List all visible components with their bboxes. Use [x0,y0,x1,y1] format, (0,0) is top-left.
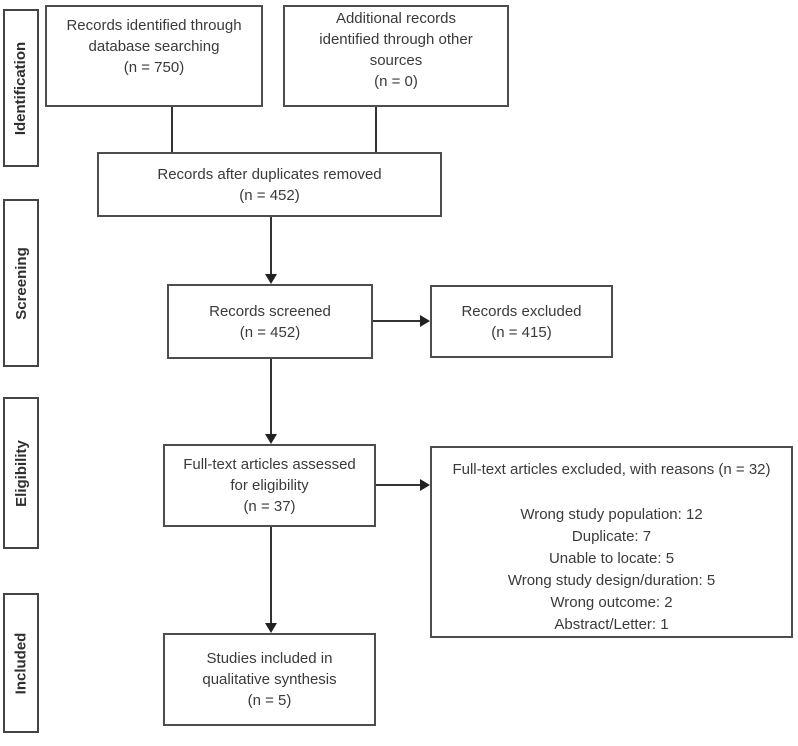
arrow-duplicates-to-screened-head [265,274,277,284]
arrow-fulltext-to-included-head [265,623,277,633]
exclusion-reason-unable-to-locate: Unable to locate: 5 [548,550,675,567]
box-additional-records-text: Additional records identified through ot… [319,10,473,90]
box-fulltext-excluded: Full-text articles excluded, with reason… [430,446,793,638]
stage-eligibility: Eligibility [3,397,39,549]
stage-screening: Screening [3,199,39,367]
exclusion-reason-abstract-letter: Abstract/Letter: 1 [554,616,669,633]
stage-screening-label: Screening [12,246,30,320]
arrow-screened-to-fulltext-line [270,359,272,435]
arrow-screened-to-excluded-head [420,315,430,327]
arrow-screened-to-fulltext-head [265,434,277,444]
arrow-fulltext-to-excluded-head [420,479,430,491]
arrow-screened-to-excluded-line [373,320,421,322]
connector-othersources-to-duplicates [375,107,377,152]
arrow-duplicates-to-screened-line [270,217,272,275]
box-additional-records: Additional records identified through ot… [283,5,509,107]
box-records-excluded-text: Records excluded (n = 415) [461,302,582,341]
stage-included: Included [3,593,39,733]
box-records-database-search: Records identified through database sear… [45,5,263,107]
arrow-fulltext-to-excluded-line [376,484,421,486]
box-records-screened: Records screened (n = 452) [167,284,373,359]
exclusion-reason-outcome: Wrong outcome: 2 [550,594,673,611]
stage-identification-label: Identification [12,41,30,135]
box-studies-included-text: Studies included in qualitative synthesi… [202,650,337,709]
box-records-screened-text: Records screened (n = 452) [209,302,331,341]
exclusion-reason-population: Wrong study population: 12 [520,506,703,523]
arrow-fulltext-to-included-line [270,527,272,624]
exclusion-reason-design-duration: Wrong study design/duration: 5 [507,572,716,589]
box-records-database-search-text: Records identified through database sear… [66,16,242,76]
exclusion-reason-duplicate: Duplicate: 7 [571,528,652,545]
stage-identification: Identification [3,9,39,167]
box-after-duplicates-text: Records after duplicates removed (n = 45… [157,165,382,204]
box-studies-included: Studies included in qualitative synthesi… [163,633,376,726]
box-records-excluded: Records excluded (n = 415) [430,285,613,358]
connector-dbsearch-to-duplicates [171,107,173,152]
box-fulltext-assessed-text: Full-text articles assessed for eligibil… [183,456,356,515]
box-fulltext-assessed: Full-text articles assessed for eligibil… [163,444,376,527]
stage-included-label: Included [12,632,30,694]
stage-eligibility-label: Eligibility [12,439,30,507]
box-after-duplicates: Records after duplicates removed (n = 45… [97,152,442,217]
box-fulltext-excluded-title: Full-text articles excluded, with reason… [452,461,771,478]
